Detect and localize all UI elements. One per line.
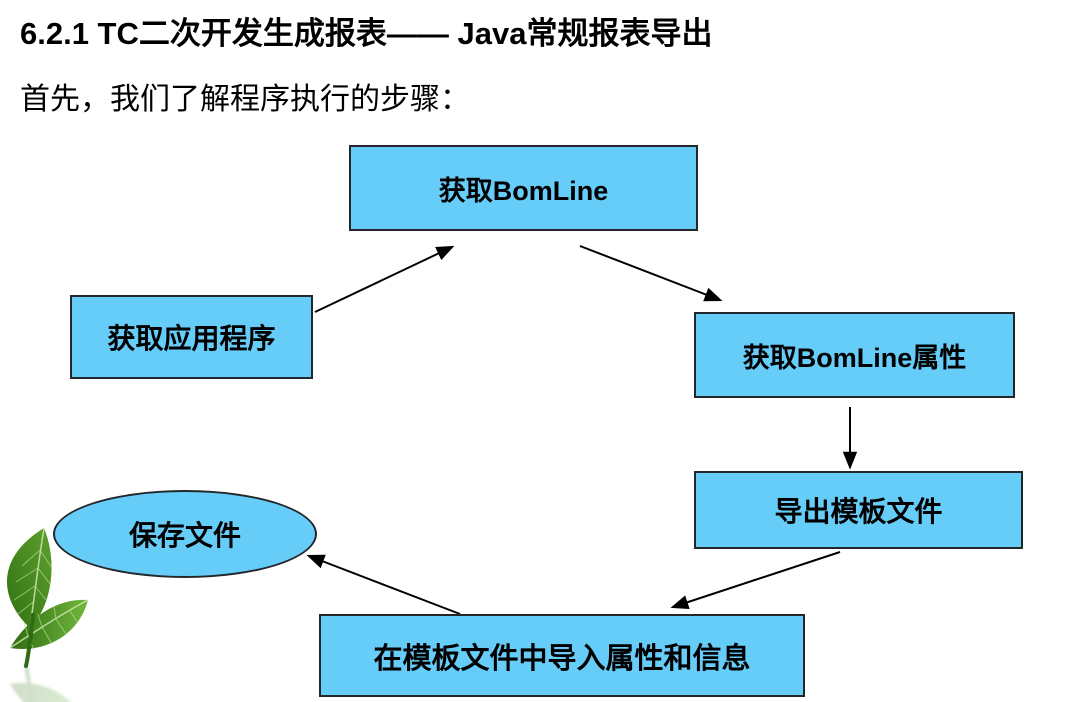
arrow-application-to-bomline <box>314 245 455 313</box>
flow-node-label: 获取BomLine <box>438 175 609 206</box>
leaf-reflection <box>10 665 71 702</box>
flow-node-label: 获取应用程序 <box>107 324 276 355</box>
flow-node-import-props: 在模板文件中导入属性和信息 <box>319 614 805 697</box>
leaf-lower-midrib <box>9 599 89 649</box>
flow-node-get-application: 获取应用程序 <box>70 295 313 379</box>
flow-node-label: 获取BomLine属性 <box>742 342 967 373</box>
flow-node-label: 保存文件 <box>128 521 241 552</box>
flow-node-save-file: 保存文件 <box>53 490 317 578</box>
flow-node-label: 在模板文件中导入属性和信息 <box>373 642 751 675</box>
flow-node-get-bomline-props: 获取BomLine属性 <box>694 312 1015 398</box>
slide-subtitle: 首先，我们了解程序执行的步骤： <box>20 83 470 116</box>
flow-node-get-bomline: 获取BomLine <box>349 145 698 231</box>
slide-title: 6.2.1 TC二次开发生成报表—— Java常规报表导出 <box>20 16 713 51</box>
leaf-decoration-image <box>6 527 89 702</box>
flow-node-label: 导出模板文件 <box>774 497 943 528</box>
leaf-upper-veins <box>13 549 53 615</box>
arrow-export-to-import <box>670 551 841 610</box>
arrow-bomline-to-props <box>579 245 723 302</box>
leaf-stem <box>24 613 35 668</box>
arrow-import-to-save <box>306 554 461 615</box>
flow-node-export-template: 导出模板文件 <box>694 471 1023 549</box>
